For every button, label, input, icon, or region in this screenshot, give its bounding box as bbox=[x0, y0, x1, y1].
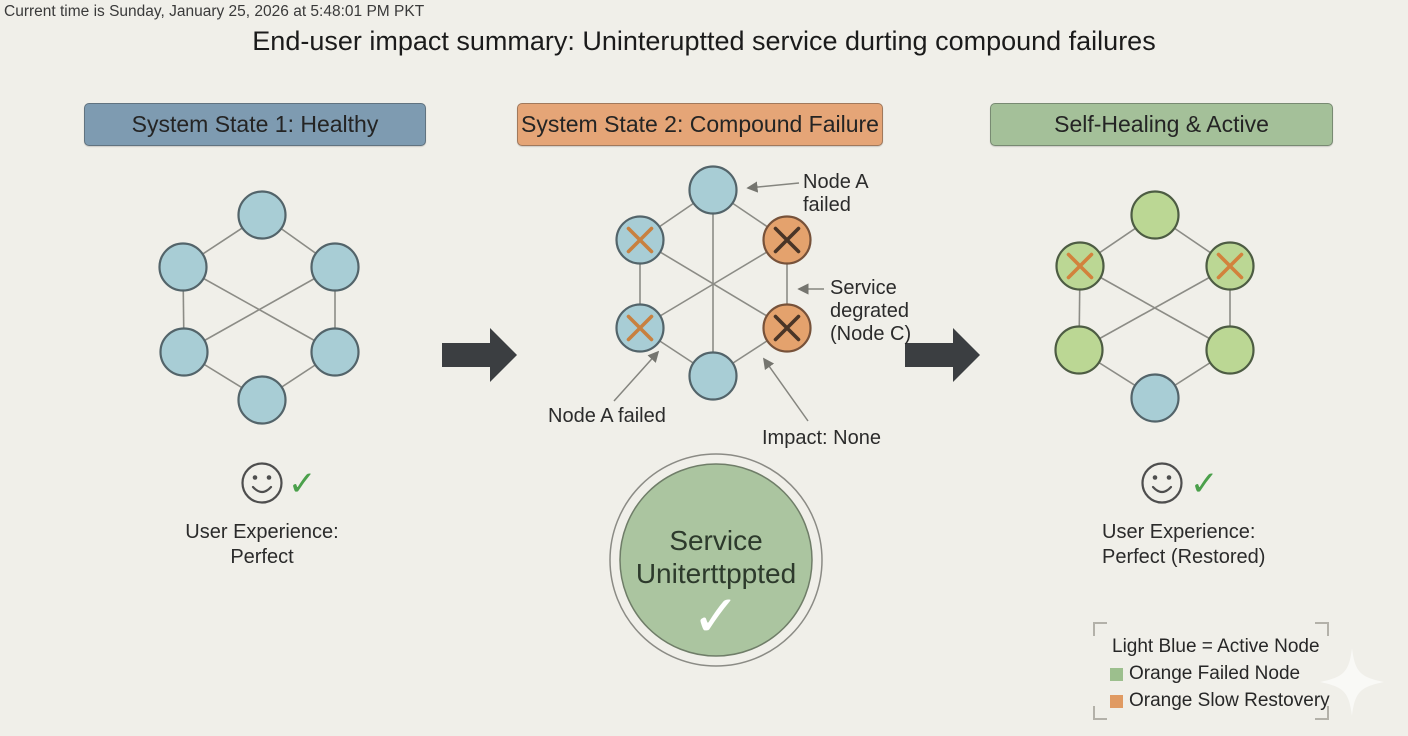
network-node-blue bbox=[158, 242, 208, 292]
user-experience-line: User Experience: bbox=[185, 521, 339, 543]
annotation-line: Node A bbox=[803, 171, 869, 193]
panel-header-healthy: System State 1: Healthy bbox=[84, 103, 426, 146]
service-circle-ring bbox=[609, 453, 823, 667]
network-node-blue bbox=[237, 190, 287, 240]
legend-item: Orange Failed Node bbox=[1110, 663, 1300, 685]
network-node-blue bbox=[1130, 373, 1180, 423]
network-node-green bbox=[1205, 325, 1255, 375]
network-node-green bbox=[1054, 325, 1104, 375]
annotation-node-a-failed-top: Node A failed bbox=[803, 171, 869, 217]
page-title: End-user impact summary: Uninteruptted s… bbox=[252, 26, 1156, 56]
service-circle-label: Service Uniterttppted bbox=[606, 524, 826, 590]
failed-x-icon bbox=[1216, 252, 1244, 280]
annotation-line: Service bbox=[830, 277, 897, 299]
annotation-service-degrated: Service degrated (Node C) bbox=[830, 277, 911, 346]
annotation-arrows bbox=[613, 181, 824, 422]
failed-x-icon bbox=[1066, 252, 1094, 280]
smiley-icon bbox=[1141, 462, 1183, 504]
user-experience-line: Perfect (Restored) bbox=[1102, 546, 1266, 568]
network-edge bbox=[183, 266, 336, 353]
annotation-line: failed bbox=[803, 194, 851, 216]
legend-corner-bracket bbox=[1315, 706, 1329, 720]
network-node-blue bbox=[159, 327, 209, 377]
user-experience-line: User Experience: bbox=[1102, 521, 1256, 543]
failed-x-icon bbox=[626, 314, 654, 342]
annotation-node-a-failed-bottom: Node A failed bbox=[548, 405, 666, 427]
annotation-line: degrated bbox=[830, 300, 909, 322]
check-icon: ✓ bbox=[691, 584, 741, 649]
network-node-blue bbox=[688, 351, 738, 401]
annotation-impact-none: Impact: None bbox=[762, 427, 881, 449]
service-circle bbox=[619, 463, 813, 657]
transition-arrow-icon bbox=[442, 328, 517, 382]
failed-x-icon bbox=[773, 226, 801, 254]
network-node-blue bbox=[310, 242, 360, 292]
legend-item: Light Blue = Active Node bbox=[1112, 636, 1320, 658]
sparkle-icon bbox=[1320, 648, 1384, 716]
legend-corner-bracket bbox=[1093, 622, 1107, 636]
legend-swatch bbox=[1110, 694, 1123, 708]
legend-label: Light Blue = Active Node bbox=[1112, 636, 1320, 657]
network-node-blue bbox=[310, 327, 360, 377]
user-experience-healing: User Experience: Perfect (Restored) bbox=[1102, 520, 1265, 570]
network-node-blue bbox=[688, 165, 738, 215]
failed-x-icon bbox=[626, 226, 654, 254]
legend-swatch bbox=[1110, 667, 1123, 681]
transition-arrow-icon bbox=[905, 328, 980, 382]
current-time: Current time is Sunday, January 25, 2026… bbox=[4, 3, 425, 20]
user-experience-line: Perfect bbox=[230, 546, 294, 568]
network-healing bbox=[1054, 190, 1255, 423]
network-healthy bbox=[158, 190, 360, 425]
panel-header-failure: System State 2: Compound Failure bbox=[517, 103, 883, 146]
smiley-icon bbox=[241, 462, 283, 504]
legend-label: Orange Slow Restovery bbox=[1129, 690, 1330, 711]
failed-x-icon bbox=[773, 314, 801, 342]
network-node-green bbox=[1130, 190, 1180, 240]
legend-item: Orange Slow Restovery bbox=[1110, 690, 1330, 712]
legend: Light Blue = Active Node Orange Failed N… bbox=[1093, 622, 1330, 720]
network-node-blue bbox=[237, 375, 287, 425]
legend-label: Orange Failed Node bbox=[1129, 663, 1301, 684]
network-failure bbox=[615, 165, 812, 401]
check-icon: ✓ bbox=[288, 465, 317, 503]
annotation-line: (Node C) bbox=[830, 323, 912, 345]
service-circle-line: Uniterttppted bbox=[635, 558, 797, 589]
check-icon: ✓ bbox=[1190, 465, 1219, 503]
service-circle-line: Service bbox=[669, 525, 763, 556]
legend-corner-bracket bbox=[1093, 706, 1107, 720]
user-experience-healthy: User Experience: Perfect bbox=[162, 520, 362, 570]
legend-corner-bracket bbox=[1315, 622, 1329, 636]
panel-header-healing: Self-Healing & Active bbox=[990, 103, 1333, 146]
network-edge bbox=[1078, 265, 1231, 351]
